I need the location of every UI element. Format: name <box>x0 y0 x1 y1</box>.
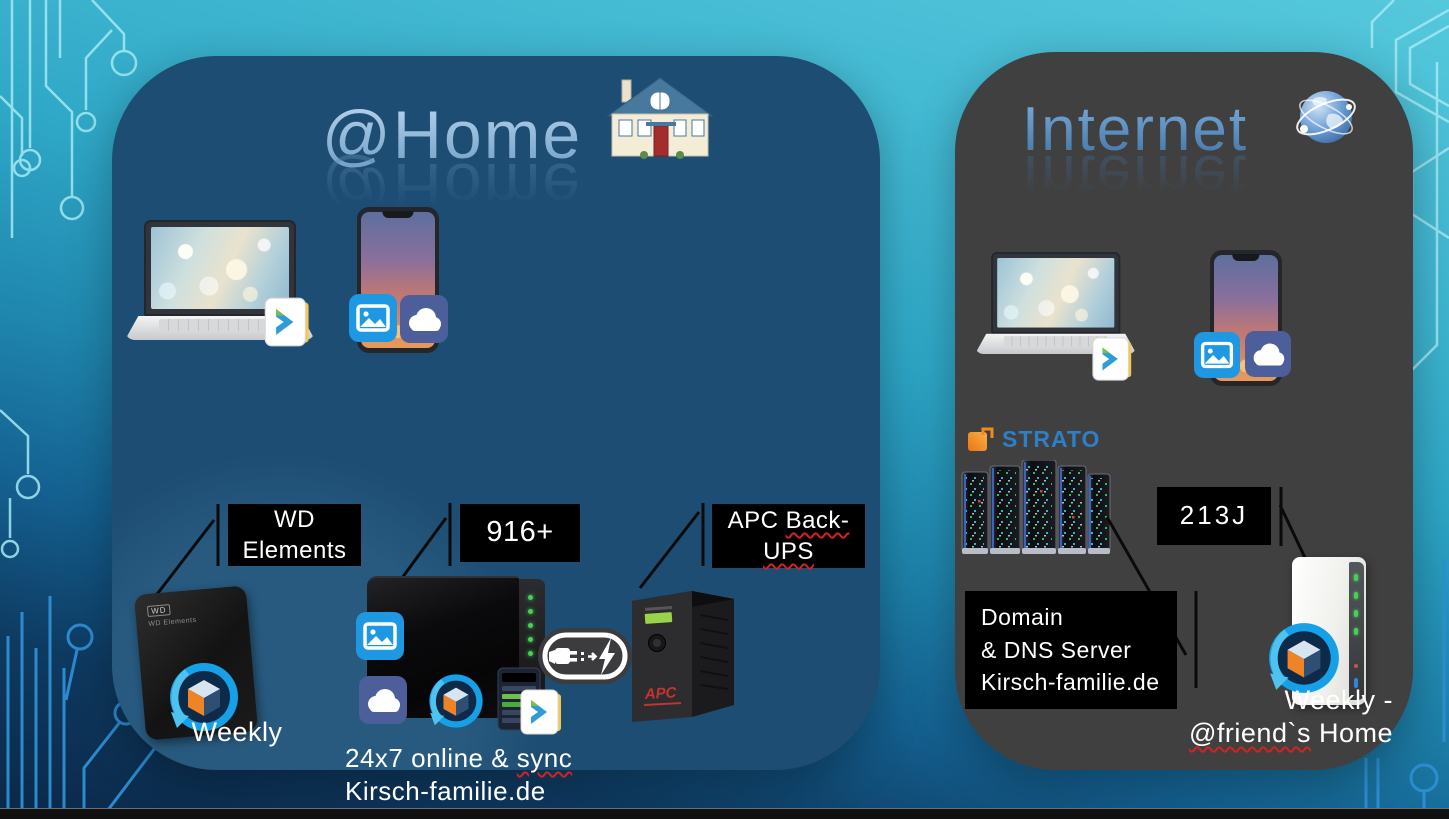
online-sync-caption: 24x7 online & sync Kirsch-familie.de <box>345 743 573 806</box>
internet-title-text: Internet <box>1022 95 1248 164</box>
photos-app-icon <box>356 612 404 660</box>
weekly-caption: Weekly <box>191 717 283 747</box>
power-plug-icon <box>538 628 632 684</box>
domain-label-line2: & DNS Server <box>981 636 1132 663</box>
wd-label-line2: Elements <box>242 537 347 564</box>
apc-label-line2: UPS <box>763 538 814 565</box>
nas-213j-label: 213J <box>1157 487 1271 545</box>
home-title: @Home @Home <box>322 97 582 225</box>
globe-icon <box>1296 91 1356 143</box>
nas-213j-label-text: 213J <box>1179 500 1249 531</box>
synology-drive-icon <box>1092 337 1132 381</box>
weekly-friends-caption: Weekly - @friend`s Home <box>1105 684 1393 750</box>
apc-back-ups-device: APC <box>632 591 734 722</box>
photos-app-icon <box>349 294 397 342</box>
strato-wordmark: STRATO <box>1002 426 1101 452</box>
house-icon <box>606 77 714 159</box>
domain-label-line3: Kirsch-familie.de <box>981 669 1160 696</box>
laptop-screen <box>144 220 296 316</box>
cloud-app-icon <box>359 676 407 724</box>
internet-panel: Internet Internet <box>955 52 1413 770</box>
strato-logo: STRATO <box>968 426 1100 453</box>
apc-label-line1: APC Back- <box>727 506 850 534</box>
wd-elements-label: WD Elements <box>228 504 361 566</box>
strato-icon <box>968 427 994 451</box>
wd-drive-logo: WD <box>146 604 172 618</box>
phone-notch <box>1232 254 1260 261</box>
weekly-friends-line1: Weekly - <box>1284 685 1393 715</box>
phone-notch <box>382 211 414 218</box>
apc-brand-text: APC <box>643 684 678 703</box>
synology-drive-icon <box>264 297 309 347</box>
synology-drive-icon <box>520 689 561 735</box>
server-rack <box>961 460 1111 554</box>
cloud-app-icon <box>400 295 448 343</box>
nas-916-label: 916+ <box>460 504 580 562</box>
hyper-backup-icon <box>1269 623 1339 693</box>
home-title-text: @Home <box>322 97 582 173</box>
weekly-friends-line2: @friend`s Home <box>1189 717 1393 748</box>
bottom-bar <box>0 808 1449 819</box>
internet-title: Internet Internet <box>1022 95 1248 211</box>
hyper-backup-icon <box>429 674 483 728</box>
photos-app-icon <box>1194 332 1240 378</box>
domain-dns-label: Domain & DNS Server Kirsch-familie.de <box>965 591 1177 709</box>
domain-label-line1: Domain <box>981 604 1064 630</box>
hyper-backup-icon <box>170 663 238 731</box>
internet-title-reflection: Internet <box>1022 142 1248 211</box>
laptop-screen <box>991 252 1121 334</box>
wd-label-line1: WD <box>274 505 315 533</box>
nas-213j-led-panel <box>1349 562 1364 700</box>
home-panel: @Home @Home <box>112 56 880 806</box>
cloud-app-icon <box>1245 331 1291 377</box>
nas-916-label-text: 916+ <box>486 516 554 549</box>
apc-ups-label: APC Back- UPS <box>712 504 865 568</box>
